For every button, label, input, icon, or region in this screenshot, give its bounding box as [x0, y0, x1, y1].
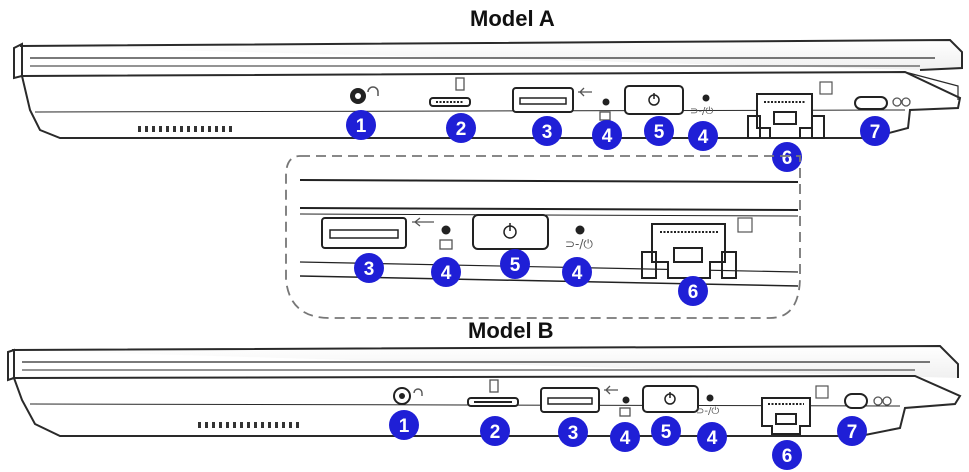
inset-callout-4: 4 — [431, 257, 461, 287]
model-b-card-reader-icon — [467, 379, 519, 407]
b-callout-3: 3 — [558, 417, 588, 447]
svg-text:2: 2 — [490, 422, 501, 443]
zoom-inset — [285, 155, 801, 319]
svg-text:1: 1 — [356, 116, 367, 137]
b-callout-5: 5 — [651, 416, 681, 446]
model-a-vent — [138, 126, 232, 132]
b-callout-6: 6 — [772, 440, 802, 470]
inset-power-led-icon: ⊃-/⏻ — [565, 225, 593, 251]
svg-text:1: 1 — [399, 416, 410, 437]
inset-callout-4b: 4 — [562, 257, 592, 287]
svg-text:4: 4 — [707, 428, 718, 449]
model-b-ethernet-port-icon — [761, 385, 829, 435]
svg-text:⊃-/⏻: ⊃-/⏻ — [565, 237, 593, 251]
inset-battery-led-icon — [439, 225, 453, 250]
model-b-battery-led-icon — [619, 396, 631, 417]
model-b-power-button-icon — [642, 385, 699, 413]
svg-text:7: 7 — [870, 122, 881, 143]
model-a-laptop-body — [13, 38, 963, 139]
model-b-callouts: 1 2 3 4 5 4 6 7 — [389, 410, 867, 470]
inset-power-button-icon — [472, 214, 549, 250]
callout-2: 2 — [446, 113, 476, 143]
inset-callout-6: 6 — [678, 276, 708, 306]
headphone-mic-jack-icon — [350, 86, 379, 104]
model-b-power-led-icon: ⊃-/⏻ — [696, 394, 719, 417]
inset-callouts: 3 4 5 4 6 — [354, 249, 708, 306]
b-callout-4b: 4 — [697, 422, 727, 452]
callout-5: 5 — [644, 116, 674, 146]
b-callout-2: 2 — [480, 416, 510, 446]
svg-text:2: 2 — [456, 119, 467, 140]
model-b-vent — [198, 422, 299, 428]
svg-text:4: 4 — [441, 263, 452, 284]
svg-text:⊃-/⏻: ⊃-/⏻ — [690, 106, 713, 117]
inset-ethernet-port-icon — [641, 217, 753, 279]
model-a-callouts: 1 2 3 4 5 4 6 7 — [346, 110, 890, 172]
security-lock-slot-icon — [854, 96, 911, 110]
svg-text:5: 5 — [654, 122, 665, 143]
svg-text:4: 4 — [572, 263, 583, 284]
callout-1: 1 — [346, 110, 376, 140]
svg-text:3: 3 — [568, 423, 579, 444]
svg-text:4: 4 — [620, 428, 631, 449]
svg-text:4: 4 — [602, 126, 613, 147]
card-reader-icon — [429, 77, 471, 107]
callout-3: 3 — [532, 116, 562, 146]
svg-text:6: 6 — [688, 282, 699, 303]
inset-callout-5: 5 — [500, 249, 530, 279]
model-a-title: Model A — [470, 6, 555, 31]
callout-7: 7 — [860, 116, 890, 146]
model-b-security-lock-slot-icon — [844, 393, 892, 409]
usb-port-icon — [512, 87, 592, 113]
svg-text:6: 6 — [782, 148, 793, 169]
battery-led-icon — [599, 98, 611, 121]
svg-text:5: 5 — [661, 422, 672, 443]
inset-usb-port-icon — [321, 217, 434, 249]
callout-4b: 4 — [688, 121, 718, 151]
svg-text:4: 4 — [698, 127, 709, 148]
power-button-icon — [624, 85, 684, 115]
ethernet-port-icon — [747, 81, 833, 139]
model-b-title: Model B — [468, 318, 554, 343]
svg-text:3: 3 — [542, 122, 553, 143]
model-b-usb-port-icon — [540, 385, 618, 413]
b-callout-1: 1 — [389, 410, 419, 440]
inset-callout-3: 3 — [354, 253, 384, 283]
model-b-headphone-jack-icon — [393, 387, 423, 405]
callout-4: 4 — [592, 120, 622, 150]
b-callout-4: 4 — [610, 422, 640, 452]
svg-text:3: 3 — [364, 259, 375, 280]
svg-text:⊃-/⏻: ⊃-/⏻ — [696, 406, 719, 417]
callout-6: 6 — [772, 142, 802, 172]
power-led-icon: ⊃-/⏻ — [690, 94, 713, 117]
svg-text:7: 7 — [847, 422, 858, 443]
svg-text:5: 5 — [510, 255, 521, 276]
b-callout-7: 7 — [837, 416, 867, 446]
svg-text:6: 6 — [782, 446, 793, 467]
